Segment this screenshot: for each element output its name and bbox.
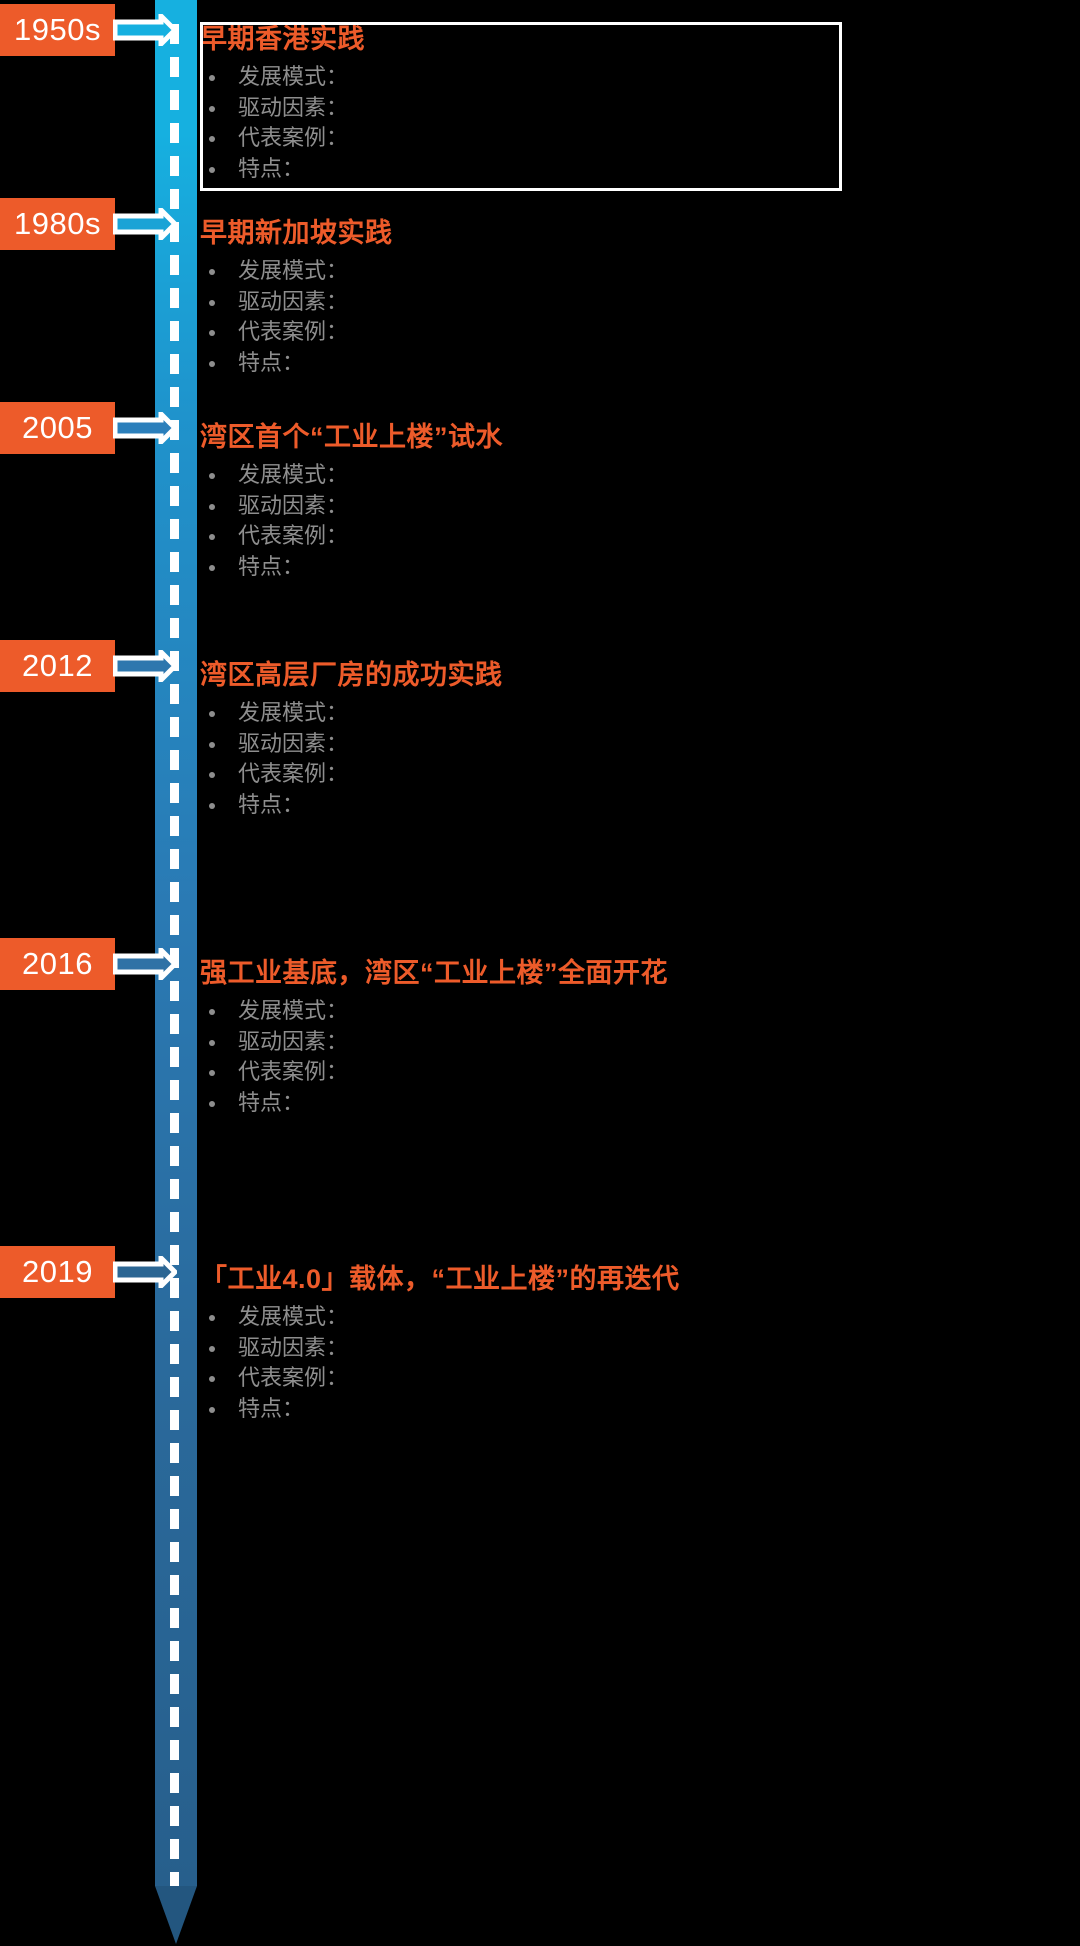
year-badge-2005[interactable]: 2005 [0,402,115,454]
list-item: 特点： [200,154,1060,185]
year-badge-2019[interactable]: 2019 [0,1246,115,1298]
connector-arrow-1950s [113,14,177,46]
event-block-2016[interactable]: 强工业基底，湾区“工业上楼”全面开花 发展模式： 驱动因素： 代表案例： 特点： [200,956,1060,1118]
connector-arrow-2005 [113,412,177,444]
list-item: 特点： [200,1394,1060,1425]
list-item: 特点： [200,790,1060,821]
list-item: 特点： [200,1088,1060,1119]
event-title: 湾区首个“工业上楼”试水 [200,422,503,452]
year-badge-2016[interactable]: 2016 [0,938,115,990]
event-title: 早期香港实践 [200,24,365,54]
event-bullet-list: 发展模式： 驱动因素： 代表案例： 特点： [200,698,1060,820]
connector-arrow-2019 [113,1256,177,1288]
event-title: 「工业4.0」载体，“工业上楼”的再迭代 [200,1264,680,1294]
list-item: 特点： [200,348,1060,379]
event-block-2019[interactable]: 「工业4.0」载体，“工业上楼”的再迭代 发展模式： 驱动因素： 代表案例： 特… [200,1262,1060,1424]
list-item: 发展模式： [200,256,1060,287]
event-bullet-list: 发展模式： 驱动因素： 代表案例： 特点： [200,62,1060,184]
connector-arrow-1980s [113,208,177,240]
year-badge-1980s[interactable]: 1980s [0,198,115,250]
list-item: 发展模式： [200,698,1060,729]
list-item: 代表案例： [200,1363,1060,1394]
event-bullet-list: 发展模式： 驱动因素： 代表案例： 特点： [200,460,1060,582]
list-item: 驱动因素： [200,1027,1060,1058]
list-item: 发展模式： [200,460,1060,491]
list-item: 代表案例： [200,521,1060,552]
year-label: 1950s [14,12,101,47]
event-bullet-list: 发展模式： 驱动因素： 代表案例： 特点： [200,256,1060,378]
year-badge-1950s[interactable]: 1950s [0,4,115,56]
list-item: 驱动因素： [200,729,1060,760]
event-title: 早期新加坡实践 [200,218,393,248]
list-item: 代表案例： [200,1057,1060,1088]
list-item: 驱动因素： [200,93,1060,124]
list-item: 驱动因素： [200,287,1060,318]
year-label: 1980s [14,206,101,241]
year-label: 2012 [22,648,93,683]
year-label: 2019 [22,1254,93,1289]
timeline-arrow-tip-icon [155,1886,197,1944]
list-item: 驱动因素： [200,1333,1060,1364]
event-bullet-list: 发展模式： 驱动因素： 代表案例： 特点： [200,1302,1060,1424]
list-item: 代表案例： [200,759,1060,790]
event-bullet-list: 发展模式： 驱动因素： 代表案例： 特点： [200,996,1060,1118]
connector-arrow-2016 [113,948,177,980]
list-item: 特点： [200,552,1060,583]
list-item: 发展模式： [200,996,1060,1027]
event-title: 强工业基底，湾区“工业上楼”全面开花 [200,958,668,988]
list-item: 代表案例： [200,123,1060,154]
connector-arrow-2012 [113,650,177,682]
event-block-2005[interactable]: 湾区首个“工业上楼”试水 发展模式： 驱动因素： 代表案例： 特点： [200,420,1060,582]
year-label: 2016 [22,946,93,981]
list-item: 发展模式： [200,1302,1060,1333]
list-item: 发展模式： [200,62,1060,93]
list-item: 驱动因素： [200,491,1060,522]
year-label: 2005 [22,410,93,445]
list-item: 代表案例： [200,317,1060,348]
event-block-1950s[interactable]: 早期香港实践 发展模式： 驱动因素： 代表案例： 特点： [200,22,1060,184]
event-title: 湾区高层厂房的成功实践 [200,660,503,690]
event-block-2012[interactable]: 湾区高层厂房的成功实践 发展模式： 驱动因素： 代表案例： 特点： [200,658,1060,820]
event-block-1980s[interactable]: 早期新加坡实践 发展模式： 驱动因素： 代表案例： 特点： [200,216,1060,378]
year-badge-2012[interactable]: 2012 [0,640,115,692]
